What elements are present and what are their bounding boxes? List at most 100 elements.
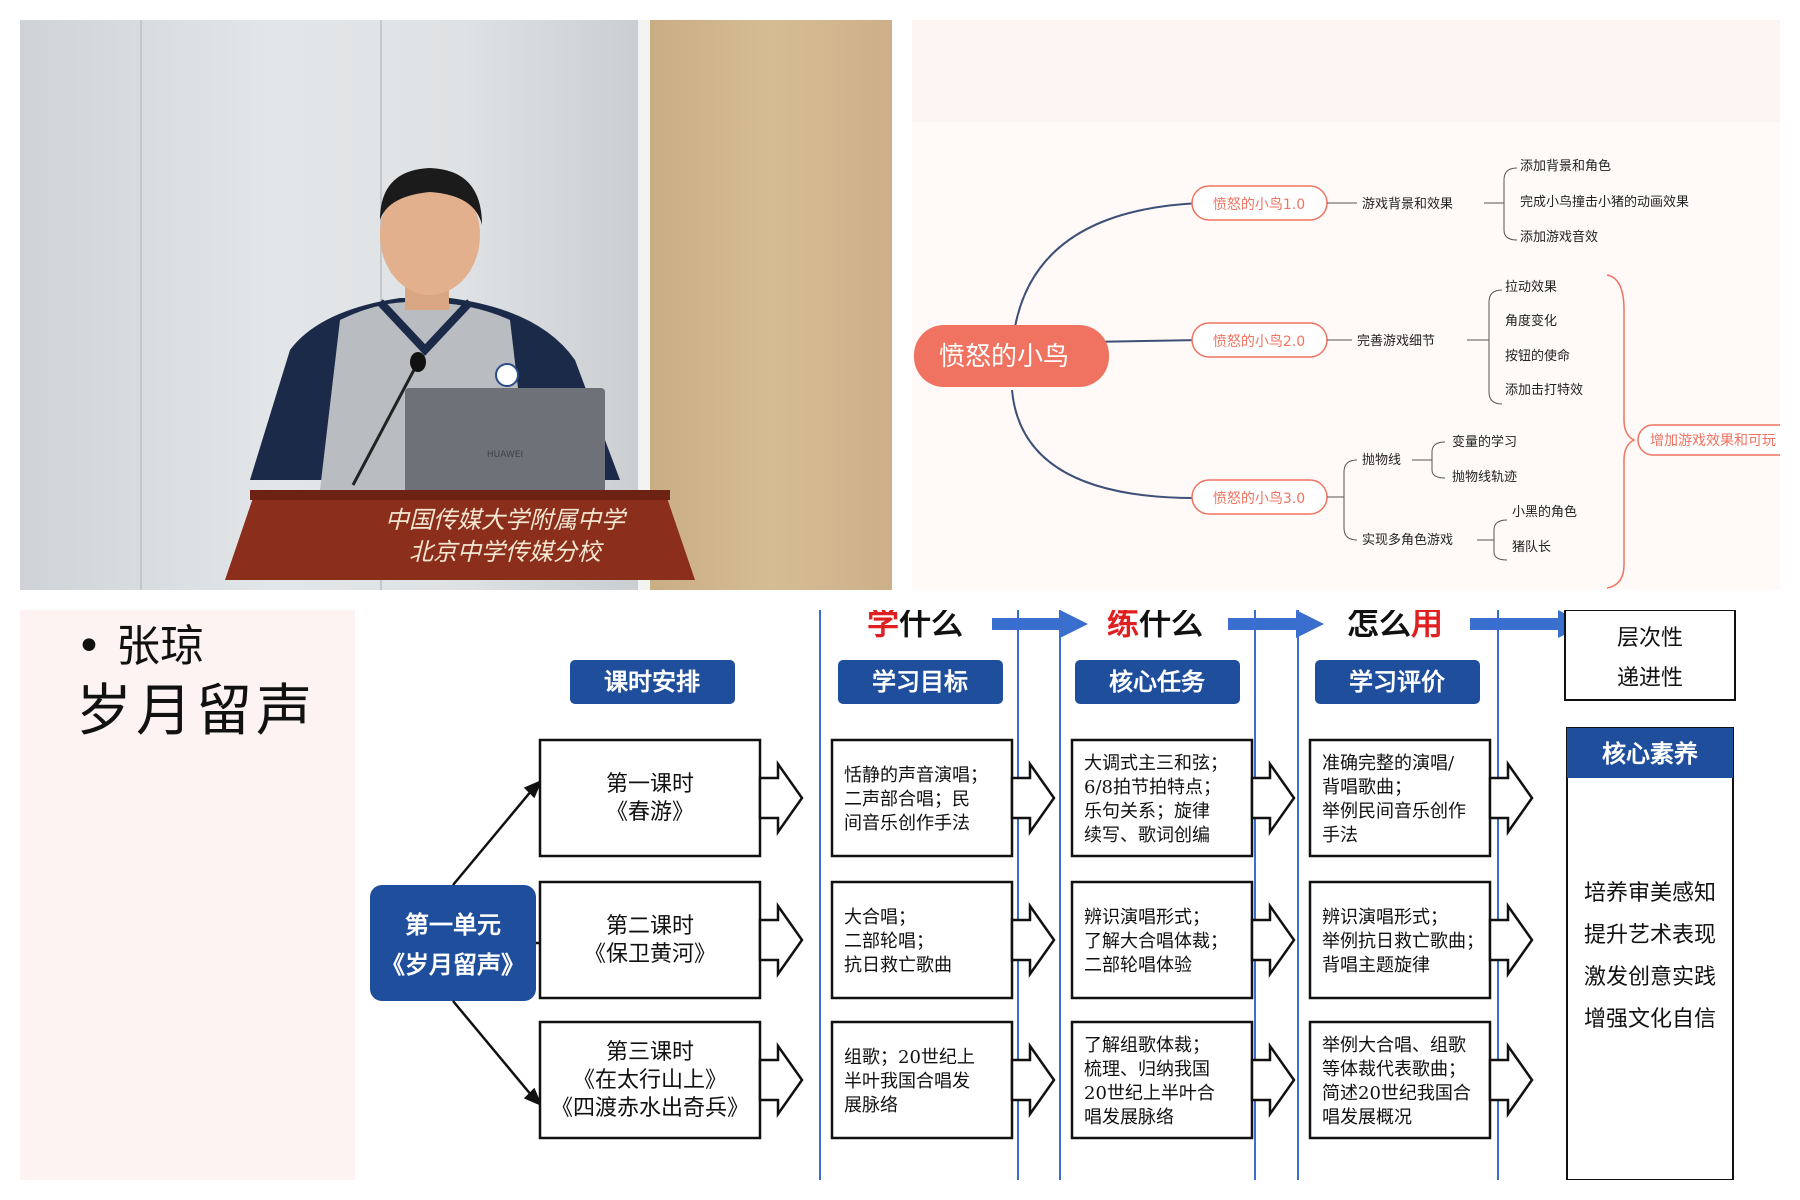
header-learn: 学什么 [867,610,963,642]
lesson-name-text: 《四渡赤水出奇兵》 [551,1096,749,1121]
lesson-name-text: 《春游》 [606,800,694,825]
lesson-task-box [1070,880,1254,1000]
lesson-task-text: 乐句关系；旋律 [1084,801,1210,822]
node-v1-label: 愤怒的小鸟1.0 [1213,197,1305,213]
lesson-goal-box [830,880,1014,1000]
lesson-goal-text: 展脉络 [844,1095,898,1116]
node-v3-label: 愤怒的小鸟3.0 [1213,491,1305,507]
lesson-goal-text: 二部轮唱； [844,931,934,952]
lesson-eval-box [1308,880,1492,1000]
lesson-eval-arrow [1488,1042,1534,1118]
lesson-name-text: 《在太行山上》 [573,1068,727,1093]
v1-item: 完成小鸟撞击小猪的动画效果 [1520,194,1689,210]
lesson-name-arrow [758,1042,804,1118]
lesson-goal-box [830,738,1014,858]
lesson-task-text: 了解大合唱体裁； [1084,931,1228,952]
lesson-task-box [1070,1020,1254,1140]
v3-branch1-item: 变量的学习 [1452,434,1517,450]
lesson-goal-arrow [1010,1042,1056,1118]
v2-item: 按钮的使命 [1505,348,1570,364]
speaker-photo: HUAWEI 中国传媒大学附属中学 北京中学传媒分校 [20,20,892,590]
root-node-label: 愤怒的小鸟 [939,342,1069,372]
face [380,175,480,295]
unit-name: 《岁月留声》 [381,950,525,979]
unit-label: 第一单元 [405,910,501,939]
progression-label: 层次性 [1617,626,1683,651]
lesson-rows: 第一课时《春游》恬静的声音演唱；二声部合唱；民间音乐创作手法大调式主三和弦；6/… [538,738,1534,1140]
col-header-task [1075,660,1240,704]
summary-node-label: 增加游戏效果和可玩 [1650,433,1776,449]
lesson-name-arrow [758,760,804,836]
school-badge [495,363,519,387]
v2-item: 添加击打特效 [1505,383,1583,398]
podium [225,492,695,580]
lesson-name-box [538,1020,762,1140]
col-header-goal [838,660,1003,704]
wall-seam [140,20,142,590]
wooden-door [650,20,892,590]
core-literacy-item: 激发创意实践 [1584,965,1716,990]
lesson-eval-text: 举例大合唱、组歌 [1322,1035,1466,1056]
root-node [914,325,1109,387]
podium-line2: 北京中学传媒分校 [409,538,604,566]
lesson-goal-text: 半叶我国合唱发 [844,1071,970,1092]
col-header-eval-label: 学习评价 [1349,667,1446,696]
lesson-goal-box [830,1020,1014,1140]
header-practice: 练什么 [1107,610,1203,642]
core-literacy-title: 核心素养 [1602,739,1698,768]
lesson-task-box [1070,738,1254,858]
mic-head [410,352,426,372]
core-literacy-header [1567,728,1733,778]
lesson-task-text: 二部轮唱体验 [1084,955,1192,976]
lesson-slide: • 张琼 岁月留声 学什么 练什么 怎么用 层次性 递进 [20,610,1780,1180]
v1-item: 添加游戏音效 [1520,229,1598,245]
lesson-eval-text: 简述20世纪我国合 [1322,1083,1471,1104]
col-header-eval [1315,660,1480,704]
speaker-name: • 张琼 [76,621,204,672]
progression-label: 递进性 [1617,666,1683,691]
lesson-eval-text: 举例民间音乐创作 [1322,801,1466,822]
lesson-name-text: 第三课时 [606,1040,694,1065]
lesson-eval-box [1308,1020,1492,1140]
lesson-eval-arrow [1488,760,1534,836]
lesson-name-text: 第二课时 [606,914,694,939]
lesson-goal-text: 组歌；20世纪上 [844,1047,975,1068]
lesson-task-text: 续写、歌词创编 [1084,825,1210,846]
core-literacy-box [1566,727,1734,1180]
col-header-schedule-label: 课时安排 [604,667,700,696]
lesson-name-text: 《保卫黄河》 [584,942,716,967]
lesson-task-arrow [1250,760,1296,836]
core-literacy-item: 增强文化自信 [1584,1007,1716,1032]
lesson-eval-text: 唱发展概况 [1322,1107,1412,1128]
connector-root-v2 [1086,339,1203,343]
mic-stand [351,367,417,486]
core-literacy-item: 提升艺术表现 [1584,923,1716,948]
lesson-task-arrow [1250,1042,1296,1118]
slide-left-pane [20,610,355,1180]
lesson-task-text: 大调式主三和弦； [1084,753,1228,774]
lesson-goal-arrow [1010,902,1056,978]
lesson-name-text: 第一课时 [606,772,694,797]
lesson-task-text: 了解组歌体裁； [1084,1035,1210,1056]
podium-line1: 中国传媒大学附属中学 [385,506,628,534]
header-apply: 怎么用 [1347,610,1443,642]
v3-branch1-label: 抛物线 [1362,453,1401,468]
col-header-schedule [570,660,735,704]
lesson-name-arrow [758,902,804,978]
lesson-name-box [538,880,762,1000]
v1-item: 添加背景和角色 [1520,158,1611,174]
lesson-eval-text: 等体裁代表歌曲； [1322,1059,1466,1080]
lesson-goal-text: 抗日救亡歌曲 [844,955,952,976]
lesson-eval-text: 背唱歌曲； [1322,777,1412,798]
v2-branch-label: 完善游戏细节 [1357,333,1435,349]
lesson-goal-text: 恬静的声音演唱； [844,765,988,786]
summary-brace [1606,274,1636,589]
door-frame [638,20,652,590]
hair [380,168,482,225]
speaker-illustration: HUAWEI 中国传媒大学附属中学 北京中学传媒分校 [225,168,695,580]
connector-root-v1 [1011,202,1203,351]
lesson-goal-text: 大合唱； [844,907,916,928]
v3-branch2-item: 猪队长 [1512,540,1551,555]
col-header-goal-label: 学习目标 [872,667,968,696]
unit-box [370,885,536,1001]
